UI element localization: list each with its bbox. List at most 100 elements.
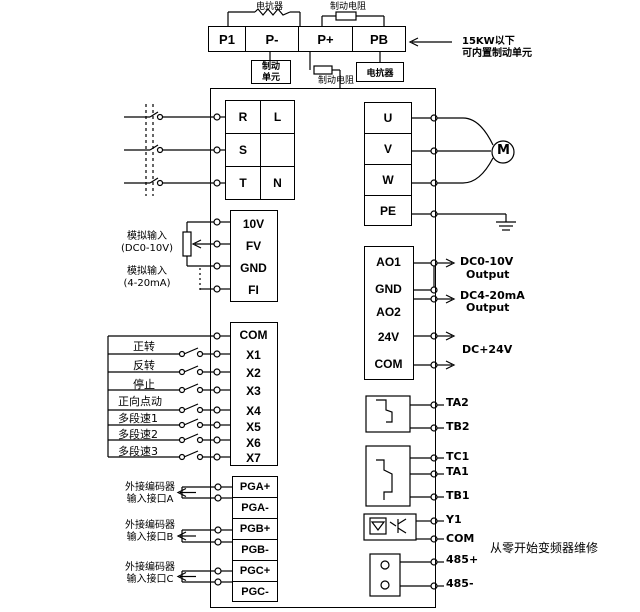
ao1-output-line1: DC0-10V [460, 255, 514, 268]
terminal-24v: 24V [377, 330, 400, 344]
di-switch-blade [183, 433, 199, 441]
di-switch-blade [183, 450, 199, 458]
relay-2-box [365, 395, 411, 433]
encoder-block: PGA+ PGA- PGB+ PGB- PGC+ PGC- [232, 476, 278, 602]
power-input-block: R L S T N [225, 100, 295, 200]
analog-in2-line2: (4-20mA) [123, 278, 171, 289]
motor-line-u [462, 117, 494, 146]
digital-input-block: COM X1 X2 X3 X4 X5 X6 X7 [230, 322, 278, 466]
brake-unit-line1: 制动 [261, 61, 280, 71]
rs485-plus: 485+ [446, 553, 479, 566]
di-switch-blade [183, 418, 199, 426]
transistor-com: COM [446, 532, 475, 545]
terminal-x1: X1 [246, 348, 261, 362]
di-switch-contact [178, 421, 186, 429]
analog-input-block: 10V FV GND FI [230, 210, 278, 302]
encoder-arrow [176, 531, 187, 541]
terminal-x2: X2 [246, 366, 261, 380]
terminal-x5: X5 [246, 420, 261, 434]
relay-2-contact [376, 399, 393, 423]
relay-tb1: TB1 [446, 489, 470, 502]
di-switch-contact [196, 421, 204, 429]
encoder-arrow [176, 487, 187, 498]
inverter-body [210, 88, 436, 608]
watermark: 从零开始变频器维修 [490, 541, 599, 555]
power-switch-blade [149, 144, 159, 151]
terminal-t: T [225, 166, 261, 200]
terminal-v: V [364, 133, 412, 165]
ao2-output-line2: Output [466, 301, 510, 314]
reactor-top-zigzag [254, 8, 291, 16]
motor-symbol [491, 140, 515, 164]
terminal-fi: FI [248, 283, 259, 297]
terminal-p-plus: P+ [298, 26, 353, 52]
di-speed1-label: 多段速1 [118, 412, 158, 425]
terminal-ao2: AO2 [376, 305, 401, 319]
di-speed2-label: 多段速2 [118, 428, 158, 441]
di-switch-contact [196, 386, 204, 394]
di-stop-label: 停止 [133, 378, 155, 391]
note-line2: 可内置制动单元 [462, 48, 532, 59]
terminal-pe: PE [364, 195, 412, 226]
relay-ta1: TA1 [446, 465, 469, 478]
dc-bus-terminal-block: P1 P- P+ PB [208, 26, 406, 52]
di-jog-label: 正向点动 [118, 395, 162, 408]
terminal-gnd: GND [240, 261, 267, 275]
relay-tc1: TC1 [446, 450, 470, 463]
brake-unit-line2: 单元 [261, 72, 280, 82]
ao2-arrow [445, 294, 456, 304]
terminal-pgb-minus: PGB- [232, 539, 278, 561]
terminal-pgc-minus: PGC- [232, 581, 278, 602]
led-symbol [370, 521, 386, 531]
terminal-w: W [364, 164, 412, 196]
di-speed3-label: 多段速3 [118, 445, 158, 458]
di-switch-blade [183, 347, 199, 355]
transistor-y1: Y1 [446, 513, 462, 526]
brake-resistor-top [335, 11, 357, 21]
reactor-label-top: 电抗器 [256, 2, 284, 12]
di-switch-contact [196, 453, 204, 461]
encoder-a-line1: 外接编码器 [125, 482, 175, 493]
24v-arrow [445, 331, 456, 341]
terminal-l: L [260, 100, 295, 134]
di-forward-label: 正转 [133, 340, 155, 353]
power-switch-blade [149, 177, 159, 184]
relay-1-box [365, 445, 411, 507]
motor-line-w [462, 157, 494, 184]
brake-resistor-label-top: 制动电阻 [330, 2, 367, 12]
terminal-pga-minus: PGA- [232, 497, 278, 519]
relay-tb2: TB2 [446, 420, 470, 433]
ao1-output-line2: Output [466, 268, 510, 281]
encoder-a-line2: 输入接口A [126, 494, 174, 505]
di-reverse-label: 反转 [133, 359, 155, 372]
analog-output-block: AO1 GND AO2 24V COM [364, 246, 414, 380]
relay-1-contact [376, 459, 393, 500]
reactor-box: 电抗器 [356, 62, 404, 82]
terminal-n: N [260, 166, 295, 200]
ao2-output-line1: DC4-20mA [460, 289, 525, 302]
potentiometer [182, 231, 192, 257]
brake-resistor-mid [313, 65, 333, 75]
terminal-ao-gnd: GND [375, 282, 402, 296]
di-switch-blade [183, 383, 199, 391]
transistor-emitter [397, 527, 407, 534]
pot-wiper-arrow [191, 239, 202, 249]
power-switch-blade [149, 111, 159, 118]
terminal-pga-plus: PGA+ [232, 476, 278, 498]
encoder-c-line1: 外接编码器 [125, 562, 175, 573]
terminal-s: S [225, 133, 261, 167]
power-switch-contact [156, 146, 164, 154]
motor-output-block: U V W PE [364, 102, 412, 226]
terminal-x6: X6 [246, 436, 261, 450]
di-switch-contact [196, 436, 204, 444]
di-switch-contact [178, 453, 186, 461]
note-arrow [408, 37, 419, 47]
analog-in1-line1: 模拟输入 [127, 231, 167, 242]
terminal-x4: X4 [246, 404, 261, 418]
terminal-x3: X3 [246, 384, 261, 398]
power-switch-contact [156, 113, 164, 121]
terminal-pgb-plus: PGB+ [232, 518, 278, 540]
terminal-pb: PB [352, 26, 406, 52]
